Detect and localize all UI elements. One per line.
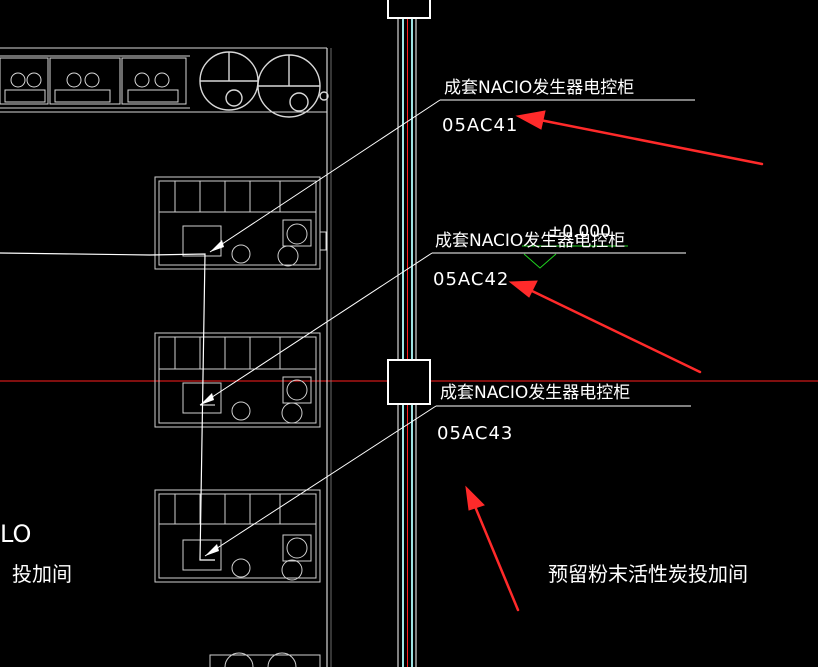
column-box-middle bbox=[387, 359, 431, 405]
callout-code-1: 05AC41 bbox=[442, 115, 518, 136]
round-tanks bbox=[199, 51, 329, 118]
leader-arrowheads bbox=[200, 240, 224, 556]
leader-lines bbox=[199, 99, 441, 557]
wall-vertical bbox=[397, 0, 417, 667]
red-annotation-arrows bbox=[465, 110, 764, 612]
callout-title-3: 成套NACIO发生器电控柜 bbox=[440, 383, 630, 403]
cable-route-line bbox=[0, 252, 215, 561]
callout-title-2: 成套NACIO发生器电控柜 bbox=[435, 231, 625, 251]
column-box-top bbox=[387, 0, 431, 19]
generator-unit-1 bbox=[154, 176, 327, 270]
room-label-left-bottom: 投加间 bbox=[12, 562, 72, 586]
elevation-text: ±0.000 bbox=[548, 222, 611, 242]
elevation-triangle bbox=[523, 253, 557, 269]
top-equipment-row bbox=[0, 47, 327, 113]
bottom-equipment bbox=[209, 652, 321, 667]
callout-title-1: 成套NACIO发生器电控柜 bbox=[444, 78, 634, 98]
room-label-right: 预留粉末活性炭投加间 bbox=[548, 562, 748, 586]
callout-code-3: 05AC43 bbox=[437, 423, 513, 444]
callout-code-2: 05AC42 bbox=[433, 269, 509, 290]
generator-unit-2 bbox=[154, 332, 321, 428]
generator-unit-3 bbox=[154, 489, 321, 583]
room-label-left-top: LO bbox=[0, 520, 31, 548]
